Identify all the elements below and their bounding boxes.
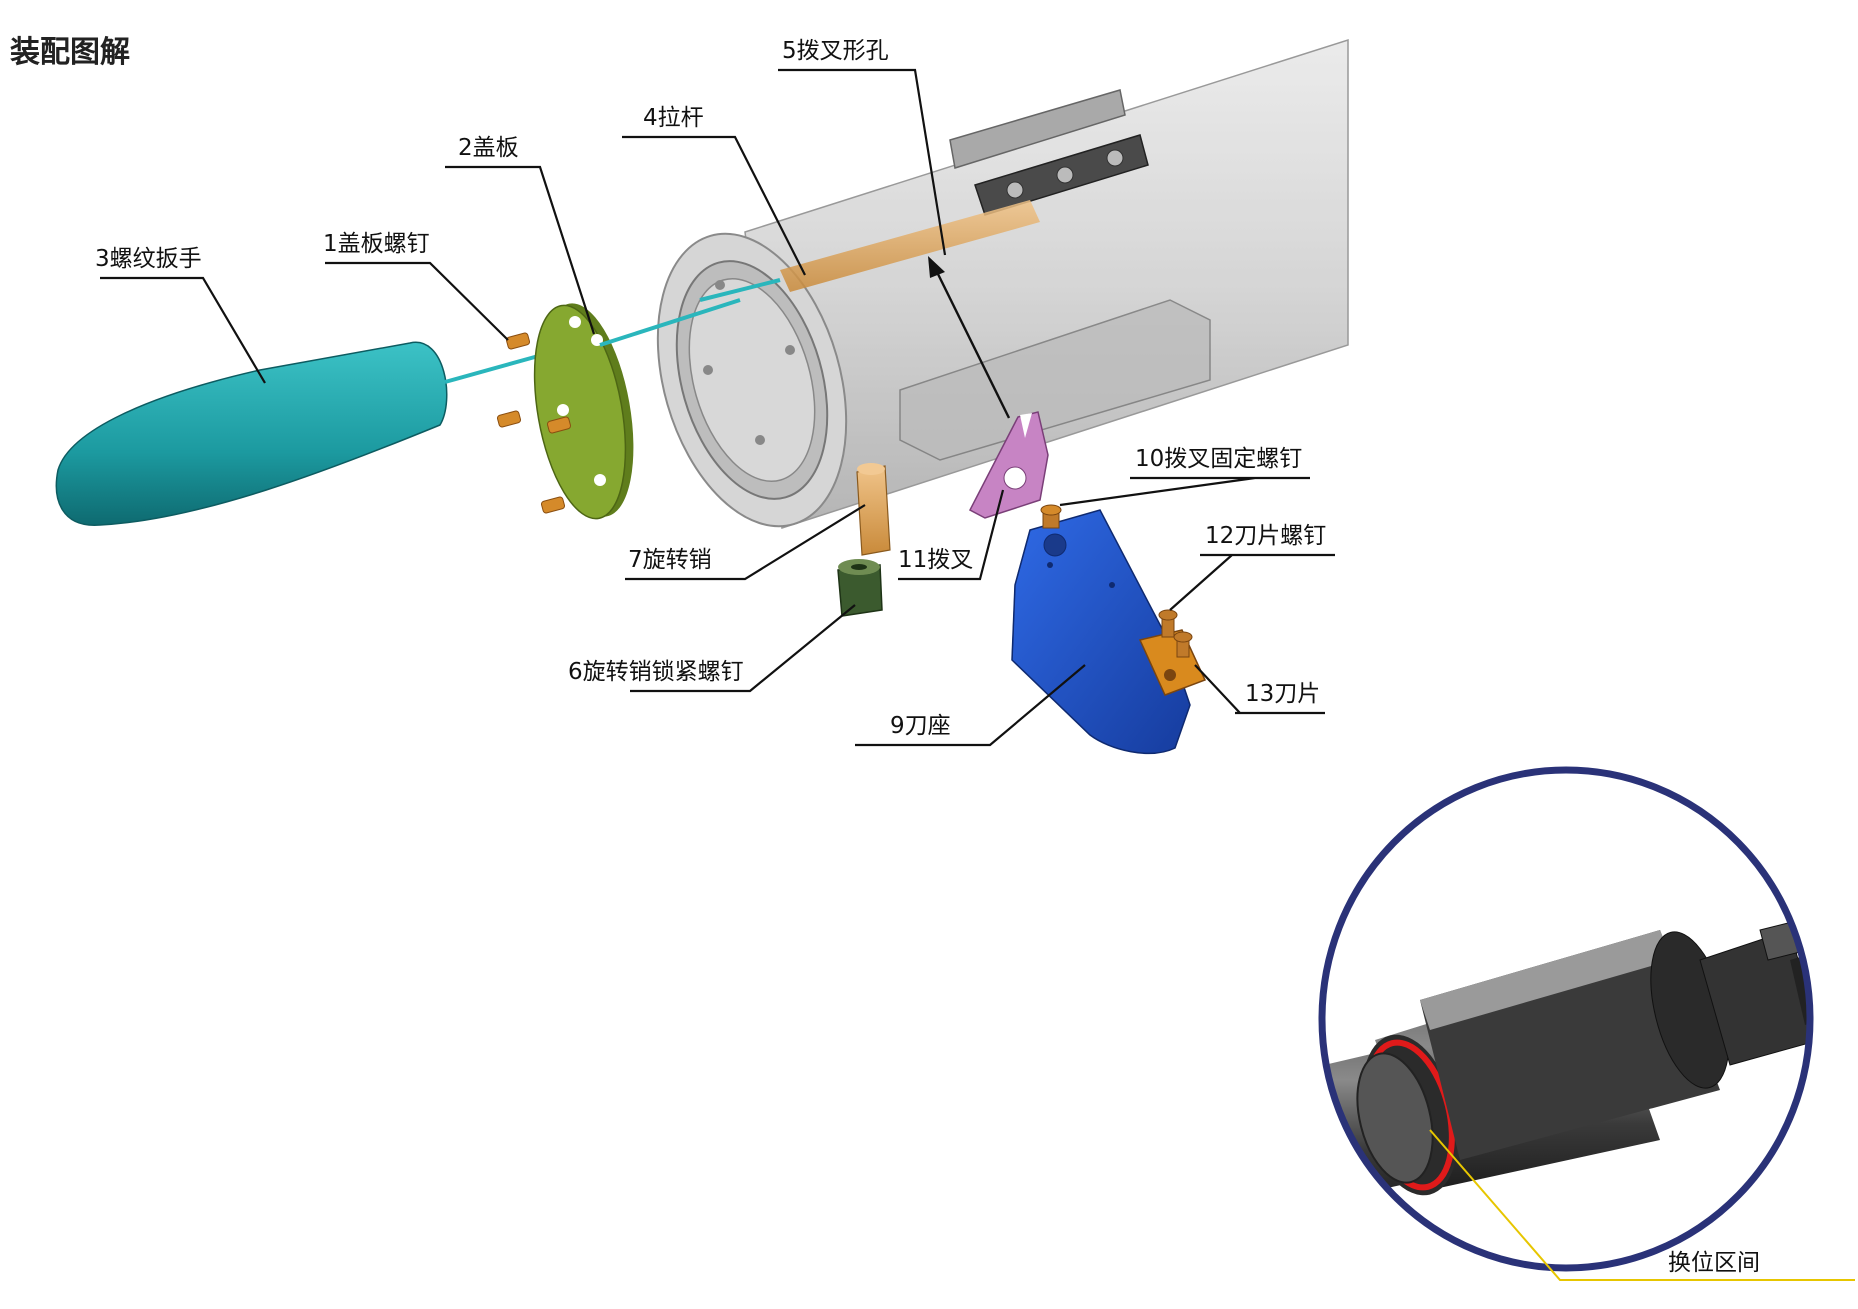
cover-plate-screws <box>496 332 572 514</box>
label-rotating-pin: 7旋转销 <box>628 547 712 573</box>
pin-locking-screw <box>837 559 883 617</box>
label-pull-rod: 4拉杆 <box>643 105 704 131</box>
blade-screws <box>1158 609 1193 658</box>
rotating-pin <box>856 463 891 556</box>
label-shift-fork: 11拨叉 <box>898 547 973 573</box>
label-cover-plate-screw: 1盖板螺钉 <box>323 231 430 257</box>
insertion-arrow <box>928 256 1011 419</box>
inset-detail: 换位区间 <box>1318 766 1855 1281</box>
label-blade: 13刀片 <box>1245 681 1320 707</box>
label-blade-screw: 12刀片螺钉 <box>1205 523 1326 549</box>
shift-fork <box>968 411 1049 519</box>
label-index-range: 换位区间 <box>1668 1250 1760 1276</box>
label-threaded-wrench: 3螺纹扳手 <box>95 246 202 272</box>
page-title: 装配图解 <box>10 35 130 70</box>
tool-holder <box>1011 509 1191 755</box>
part-labels: 3螺纹扳手 1盖板螺钉 2盖板 4拉杆 5拨叉形孔 7旋转销 6旋转销锁紧螺钉 … <box>95 38 1326 739</box>
threaded-wrench <box>55 341 561 526</box>
leader-lines <box>100 68 1335 747</box>
label-tool-holder: 9刀座 <box>890 713 951 739</box>
label-fork-hole: 5拨叉形孔 <box>782 38 889 64</box>
tool-body-tube <box>656 38 1349 529</box>
label-fork-fixing-screw: 10拨叉固定螺钉 <box>1135 446 1302 472</box>
cover-plate <box>533 298 741 520</box>
label-pin-locking-screw: 6旋转销锁紧螺钉 <box>568 659 744 685</box>
label-cover-plate: 2盖板 <box>458 135 519 161</box>
fork-fixing-screw <box>1040 504 1062 529</box>
